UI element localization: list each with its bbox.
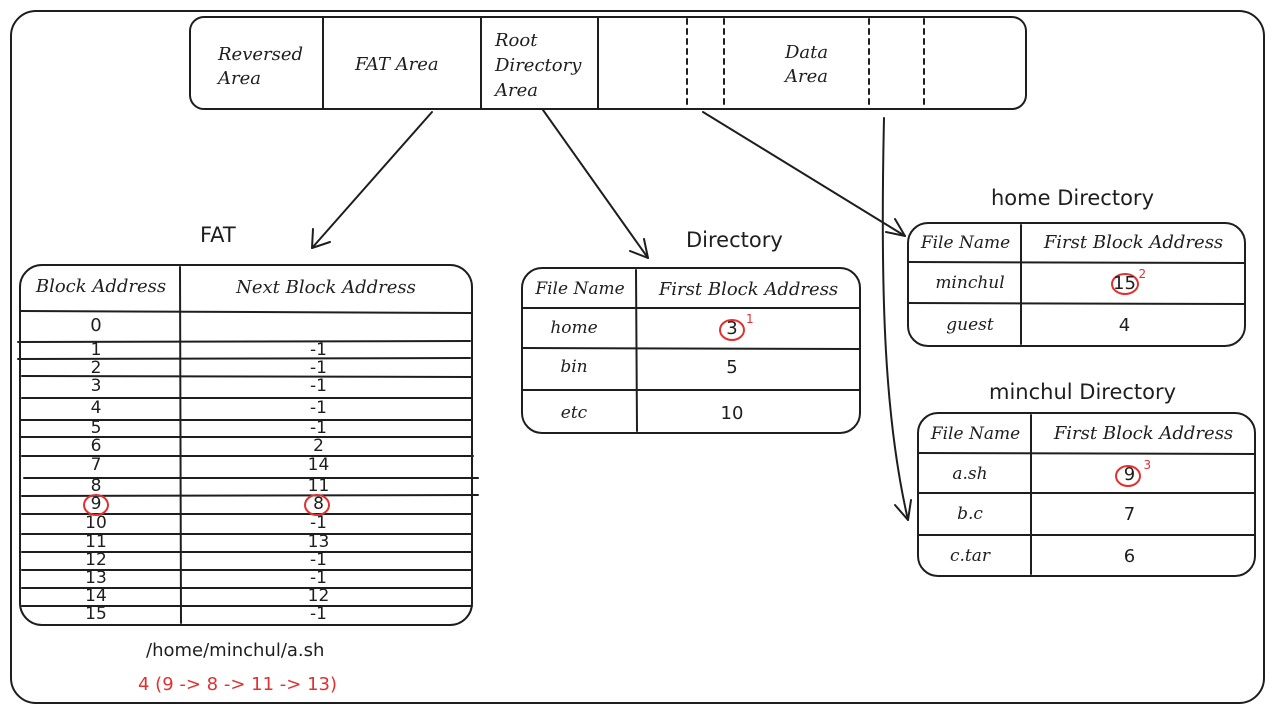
minchul_dir-first-block-cell: 7 xyxy=(1123,504,1136,525)
root-dir-title: Directory xyxy=(686,228,783,252)
fat-block-address-cell: 15 xyxy=(85,604,107,624)
fat-next-block-cell: -1 xyxy=(310,568,327,588)
arrow-fat xyxy=(311,111,433,249)
fat-table-outline xyxy=(19,264,473,626)
highlight-circle-block-9 xyxy=(83,494,109,516)
minchul_dir-first-block-cell: 6 xyxy=(1123,546,1136,567)
minchul_dir-file-name-cell: a.sh xyxy=(952,464,988,484)
fat-block-address-cell: 2 xyxy=(90,358,102,378)
fat-block-address-cell: 6 xyxy=(90,436,102,456)
fat-next-block-cell: 12 xyxy=(307,586,330,606)
root_dir-order-note: 1 xyxy=(746,312,754,326)
home_dir-file-name-cell: minchul xyxy=(935,273,1005,293)
root-dir-table-outline xyxy=(521,267,861,434)
minchul-dir-header-first-block: First Block Address xyxy=(1053,423,1234,444)
fat-next-block-cell: 13 xyxy=(307,532,330,552)
home_dir-order-note: 2 xyxy=(1138,267,1147,281)
fat-row-lines xyxy=(17,340,479,607)
segment-fat-area: FAT Area xyxy=(355,54,439,75)
fat-block-address-cell: 14 xyxy=(85,586,107,606)
fat-block-address-cell: 1 xyxy=(90,340,102,360)
highlight-circle-minchul-15 xyxy=(1111,273,1139,295)
fat-next-block-cell: -1 xyxy=(310,550,327,570)
fat-block-address-cell: 7 xyxy=(90,455,102,475)
root_dir-first-block-cell: 5 xyxy=(726,357,738,378)
root_dir-first-block-cell: 3 xyxy=(726,318,738,339)
home_dir-first-block-cell: 15 xyxy=(1113,273,1136,294)
fat-block-address-cell: 3 xyxy=(90,376,102,396)
chain-label: 4 (9 -> 8 -> 11 -> 13) xyxy=(138,674,337,695)
fat-block-address-cell: 10 xyxy=(85,513,107,533)
fat-header-block-address: Block Address xyxy=(35,276,167,297)
minchul-dir-header-file-name: File Name xyxy=(930,424,1021,444)
arrow-home-directory xyxy=(702,111,906,237)
home_dir-file-name-cell: guest xyxy=(946,315,994,335)
fat-next-block-cell: -1 xyxy=(310,418,327,438)
fat-block-address-cell: 0 xyxy=(90,315,102,336)
home_dir-first-block-cell: 4 xyxy=(1118,315,1131,336)
fat-next-block-cell: 14 xyxy=(307,455,330,475)
minchul_dir-order-note: 3 xyxy=(1143,458,1152,472)
fat-block-address-cell: 8 xyxy=(90,476,102,496)
home-dir-table-outline xyxy=(907,222,1246,347)
fat-block-address-cell: 9 xyxy=(90,494,102,514)
highlight-circle-next-8 xyxy=(304,494,330,516)
root_dir-file-name-cell: home xyxy=(550,318,598,338)
minchul-dir-title: minchul Directory xyxy=(989,380,1177,404)
fat-next-block-cell: -1 xyxy=(310,358,327,378)
fat-next-block-cell: -1 xyxy=(310,376,327,396)
minchul_dir-first-block-cell: 9 xyxy=(1123,464,1136,485)
arrow-directory xyxy=(542,109,649,259)
root_dir-file-name-cell: bin xyxy=(560,357,588,377)
fat-block-address-cell: 11 xyxy=(85,532,107,552)
fat-next-block-cell: 8 xyxy=(313,494,324,514)
minchul-dir-table-outline xyxy=(917,412,1256,577)
segment-reserved-area: Reversed Area xyxy=(218,44,304,89)
root_dir-first-block-cell: 10 xyxy=(720,403,744,424)
minchul_dir-file-name-cell: b.c xyxy=(957,504,983,524)
home-dir-header-first-block: First Block Address xyxy=(1043,232,1224,253)
arrow-minchul-directory xyxy=(881,117,909,521)
segment-root-directory-area: Root Directory Area xyxy=(495,30,582,101)
segment-data-area: Data Area xyxy=(785,42,829,87)
minchul_dir-file-name-cell: c.tar xyxy=(949,546,991,566)
fat-next-block-cell: -1 xyxy=(310,398,327,418)
highlight-circle-home-3 xyxy=(719,319,745,341)
home-dir-header-file-name: File Name xyxy=(920,233,1011,253)
fat-next-block-cell: -1 xyxy=(310,604,327,624)
fat-next-block-cell: 2 xyxy=(313,436,324,456)
fat-title: FAT xyxy=(200,223,236,247)
fat-next-block-cell: -1 xyxy=(310,513,327,533)
fat-next-block-cell: -1 xyxy=(310,340,327,360)
highlight-circle-ash-9 xyxy=(1115,465,1141,487)
fat-block-address-cell: 12 xyxy=(85,550,107,570)
fat-block-address-cell: 5 xyxy=(90,418,102,438)
layout-bar-outline xyxy=(189,16,1027,110)
root-dir-header-file-name: File Name xyxy=(535,279,625,299)
root-dir-header-first-block: First Block Address xyxy=(658,279,839,300)
diagram-frame xyxy=(10,10,1265,704)
root_dir-file-name-cell: etc xyxy=(560,403,588,423)
fat-block-address-cell: 4 xyxy=(90,398,102,418)
fat-block-address-cell: 13 xyxy=(85,568,107,588)
fat-next-block-cell: 11 xyxy=(307,476,330,496)
fat-header-next-block-address: Next Block Address xyxy=(236,277,416,298)
path-label: /home/minchul/a.sh xyxy=(146,640,325,661)
home-dir-title: home Directory xyxy=(991,186,1154,210)
